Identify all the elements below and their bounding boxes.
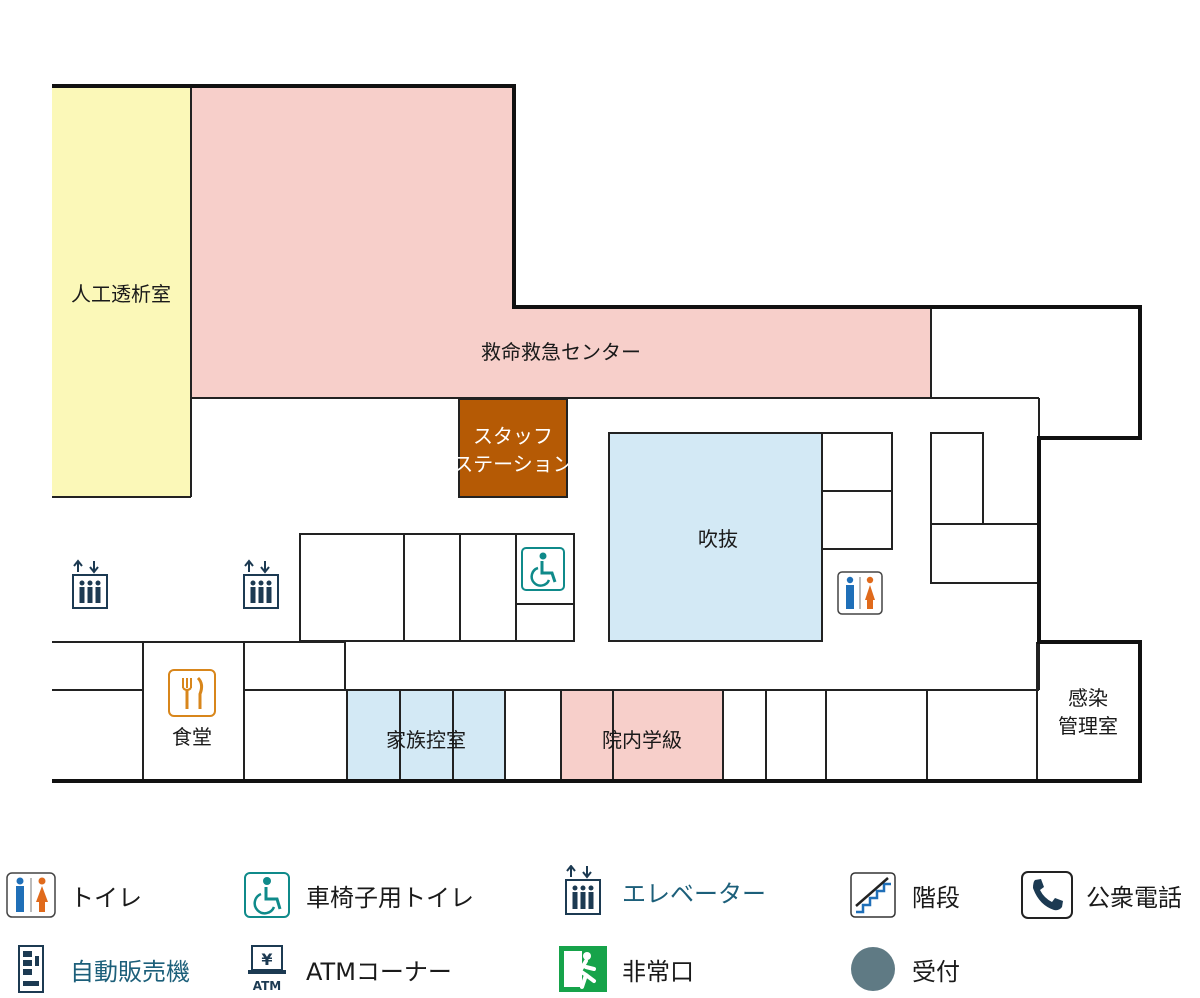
emergency-center[interactable] (191, 86, 931, 398)
label-cafeteria: 食堂 (172, 725, 212, 749)
legend-stairs-label: 階段 (912, 883, 960, 912)
legend-wheelchair-toilet-label: 車椅子用トイレ (306, 883, 474, 912)
interior-walls (52, 86, 1040, 779)
label-staff-station-2: ステーション (453, 452, 573, 476)
legend-elevator: エレベーター (556, 865, 766, 916)
label-family-room: 家族控室 (386, 728, 466, 752)
toilet-icon (4, 870, 58, 920)
toilet-icon (837, 571, 883, 615)
stairs-icon (846, 870, 900, 920)
elevator-icon (243, 559, 279, 609)
atm-icon: ¥ ATM (240, 944, 294, 994)
legend-atm-label: ATMコーナー (306, 957, 452, 986)
emergency-exit-icon (556, 944, 610, 994)
map-legend: トイレ 車椅子用トイレ エレベーター (0, 860, 1200, 998)
legend-toilet-label: トイレ (70, 883, 142, 912)
legend-elevator-label: エレベーター (622, 879, 766, 908)
floor-map: 人工透析室 救命救急センター スタッフ ステーション 吹抜 食堂 家族控室 院内… (52, 84, 1142, 783)
outer-walls (52, 84, 1142, 783)
label-atrium: 吹抜 (698, 527, 738, 551)
elevator-icon (556, 865, 610, 916)
hospital-classroom[interactable] (561, 690, 723, 779)
legend-stairs: 階段 (846, 870, 960, 920)
legend-vending: 自動販売機 (4, 944, 190, 994)
label-hospital-class: 院内学級 (602, 728, 682, 752)
label-emergency: 救命救急センター (481, 340, 641, 364)
legend-vending-label: 自動販売機 (70, 957, 190, 986)
legend-reception-label: 受付 (912, 957, 960, 986)
wheelchair-icon (240, 870, 294, 920)
label-dialysis: 人工透析室 (71, 282, 171, 306)
wheelchair-icon (521, 547, 565, 591)
label-staff-station-1: スタッフ (473, 424, 553, 448)
family-waiting-room[interactable] (347, 690, 505, 779)
vending-machine-icon (4, 944, 58, 994)
fork-knife-icon (168, 669, 216, 717)
legend-phone: 公衆電話 (1020, 870, 1182, 920)
label-infection-2: 管理室 (1058, 714, 1118, 738)
atrium (609, 433, 822, 641)
legend-wheelchair-toilet: 車椅子用トイレ (240, 870, 474, 920)
legend-exit: 非常口 (556, 944, 694, 994)
legend-reception: 受付 (846, 944, 960, 994)
legend-exit-label: 非常口 (622, 957, 694, 986)
atm-icon-text: ATM (253, 979, 281, 993)
legend-phone-label: 公衆電話 (1086, 883, 1182, 912)
legend-atm: ¥ ATM ATMコーナー (240, 944, 452, 994)
reception-dot-icon (846, 944, 900, 994)
dialysis-room[interactable] (52, 86, 191, 497)
phone-icon (1020, 870, 1074, 920)
atm-yen-text: ¥ (261, 950, 272, 969)
label-infection-1: 感染 (1068, 686, 1108, 710)
legend-toilet: トイレ (4, 870, 142, 920)
staff-station[interactable] (459, 399, 567, 497)
elevator-icon (72, 559, 108, 609)
